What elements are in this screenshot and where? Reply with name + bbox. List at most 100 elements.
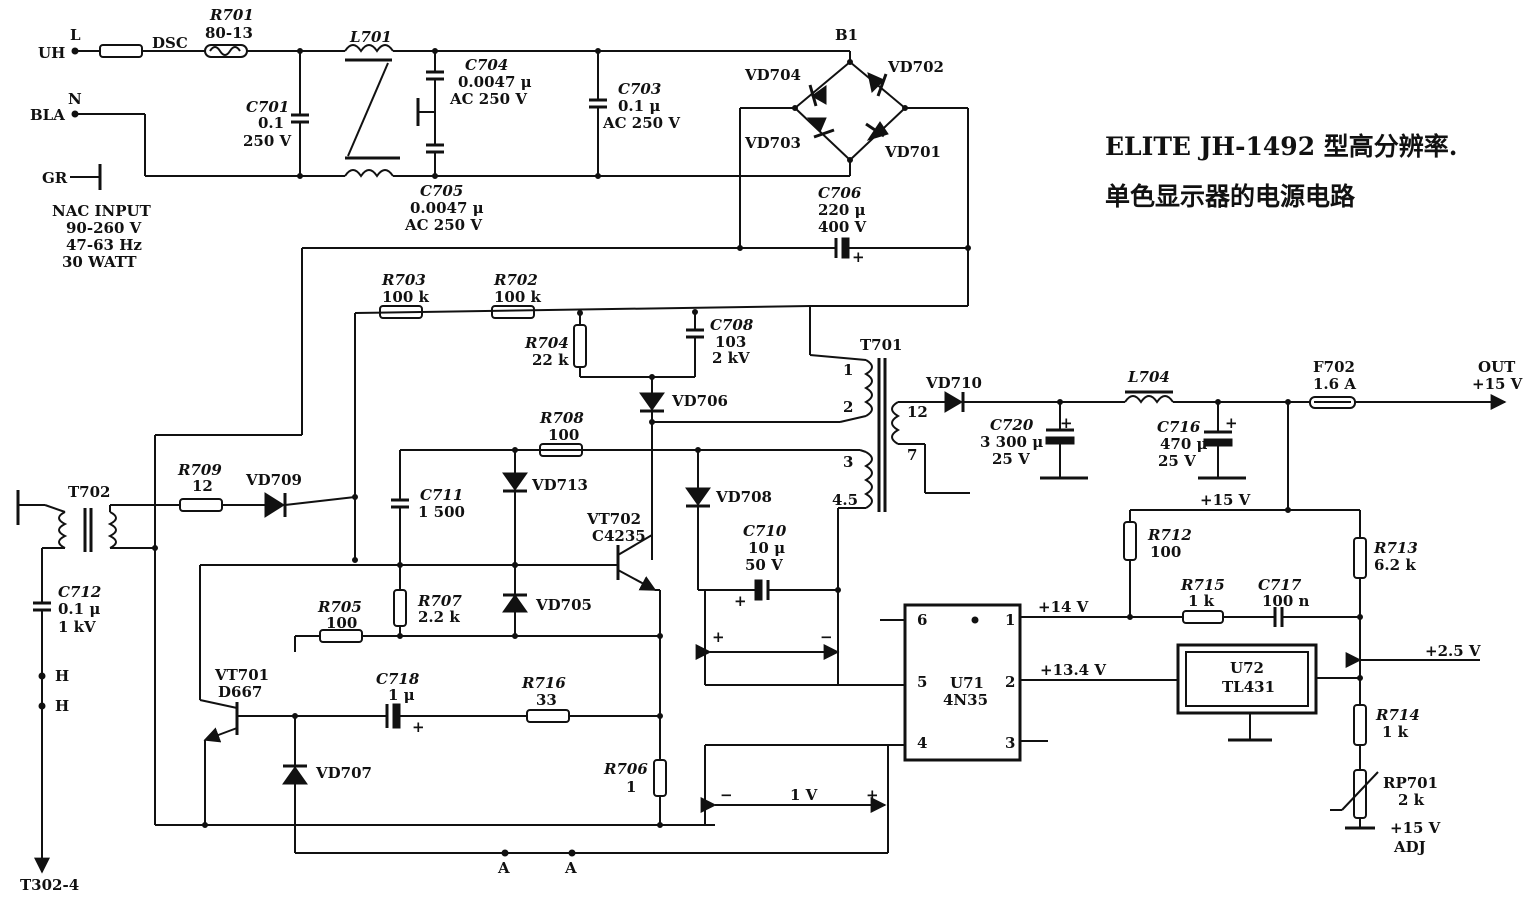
c716-plus: + [1225, 414, 1238, 432]
r703-resistor [379, 305, 423, 319]
r712-name: R712 [1147, 526, 1192, 544]
c720-value: 3 300 μ [980, 433, 1043, 451]
r707-resistor [393, 589, 407, 627]
t701-pin45: 4.5 [832, 491, 858, 509]
vt701-part: D667 [218, 683, 262, 701]
c703-capacitor: C703 0.1 μ AC 250 V [589, 51, 680, 176]
bridge-rectifier-b1: B1 VD704 VD702 VD703 VD701 [598, 26, 969, 306]
r704-resistor [573, 324, 587, 368]
title-block: ELITE JH-1492 型高分辨率. 单色显示器的电源电路 [1105, 132, 1458, 211]
c718-r716: + C718 1 μ R716 33 [295, 670, 660, 736]
r706-value: 1 [626, 778, 636, 796]
c710-name: C710 [743, 522, 787, 540]
r705-value: 100 [326, 614, 357, 632]
uh-label: UH [38, 44, 65, 62]
u71-pin4: 4 [917, 734, 927, 752]
node-a-1: A [497, 859, 510, 877]
r709-value: 12 [192, 477, 213, 495]
r702-resistor [491, 305, 535, 319]
r702-value: 100 k [494, 288, 542, 306]
out-label: OUT [1478, 358, 1516, 376]
c706-rating: 400 V [818, 218, 867, 236]
vd713-label: VD713 [531, 476, 588, 494]
bla-label: BLA [30, 106, 65, 124]
r703-value: 100 k [382, 288, 430, 306]
c708-name: C708 [710, 316, 754, 334]
l704-name: L704 [1127, 368, 1170, 386]
c716-value: 470 μ [1160, 435, 1208, 453]
t702-transformer: T702 [16, 483, 180, 600]
r705-name: R705 [317, 598, 362, 616]
vt701-name: VT701 [214, 666, 269, 684]
out-voltage: +15 V [1472, 375, 1523, 393]
vd708-label: VD708 [715, 488, 772, 506]
r706-name: R706 [603, 760, 648, 778]
title-line1: ELITE JH-1492 型高分辨率. [1105, 132, 1458, 161]
c706-plus: + [852, 248, 865, 266]
title-line2: 单色显示器的电源电路 [1105, 182, 1356, 211]
sense-minus: − [720, 786, 733, 804]
u71-pin6: 6 [917, 611, 927, 629]
c704-name: C704 [465, 56, 508, 74]
vd709-label: VD709 [245, 471, 302, 489]
adj-voltage: +15 V [1390, 819, 1441, 837]
c710-value: 10 μ [748, 539, 785, 557]
c706-value: 220 μ [818, 201, 866, 219]
t701-pin7: 7 [907, 446, 917, 464]
c718-plus: + [412, 718, 425, 736]
r713-value: 6.2 k [1374, 556, 1416, 574]
l-label: L [70, 26, 81, 44]
l701-choke: L701 [344, 28, 400, 178]
r709-name: R709 [177, 461, 222, 479]
r714-rp701: R714 1 k RP701 2 k +15 V ADJ [1330, 704, 1441, 856]
r708-value: 100 [548, 426, 579, 444]
u72-part: TL431 [1222, 678, 1275, 696]
c710-plus: + [734, 592, 747, 610]
n-label: N [68, 90, 82, 108]
u72-name: U72 [1230, 659, 1264, 677]
b1-name: B1 [835, 26, 858, 44]
r715-value: 1 k [1188, 592, 1215, 610]
r715-name: R715 [1180, 576, 1225, 594]
c717-name: C717 [1258, 576, 1302, 594]
c720-name: C720 [990, 416, 1034, 434]
c712-value: 0.1 μ [58, 600, 100, 618]
r706-resistor: R706 1 [603, 759, 667, 828]
vd706-label: VD706 [671, 392, 728, 410]
c718-value: 1 μ [388, 686, 415, 704]
input-power: 30 WATT [62, 253, 137, 271]
u71-pin2: 2 [1005, 673, 1015, 691]
u71-pin1: 1 [1005, 611, 1015, 629]
c704-value: 0.0047 μ [458, 73, 532, 91]
dsc-label: DSC [152, 34, 188, 52]
c718-name: C718 [376, 670, 420, 688]
nac-input-label: NAC INPUT [52, 202, 152, 220]
rp701-name: RP701 [1383, 774, 1438, 792]
r714-resistor [1353, 704, 1367, 746]
c706-name: C706 [818, 184, 862, 202]
r714-name: R714 [1375, 706, 1420, 724]
c712-name: C712 [58, 583, 101, 601]
r715-resistor [1182, 610, 1224, 624]
c708-value: 103 [715, 333, 746, 351]
r708-name: R708 [539, 409, 584, 427]
r716-value: 33 [536, 691, 557, 709]
r714-value: 1 k [1382, 723, 1409, 741]
input-frequency: 47-63 Hz [66, 236, 142, 254]
c706-bulk-capacitor: + C706 220 μ 400 V [302, 184, 971, 266]
vd707-diode: VD707 [282, 716, 372, 853]
v15-label: +15 V [1200, 491, 1251, 509]
vd706-diode: VD706 [639, 377, 728, 560]
v134-label: +13.4 V [1040, 661, 1106, 679]
t701-pin12: 12 [907, 403, 928, 421]
r704-value: 22 k [532, 351, 569, 369]
input-voltage: 90-260 V [66, 219, 142, 237]
f702-value: 1.6 A [1313, 375, 1356, 393]
h-label-2: H [55, 697, 69, 715]
current-sense-bus: − 1 V + A A [295, 744, 905, 877]
vd705-label: VD705 [535, 596, 592, 614]
r709-resistor [179, 498, 223, 512]
r707-value: 2.2 k [418, 608, 460, 626]
c712-rating: 1 kV [58, 618, 96, 636]
vd701-diode: VD701 [865, 121, 941, 161]
